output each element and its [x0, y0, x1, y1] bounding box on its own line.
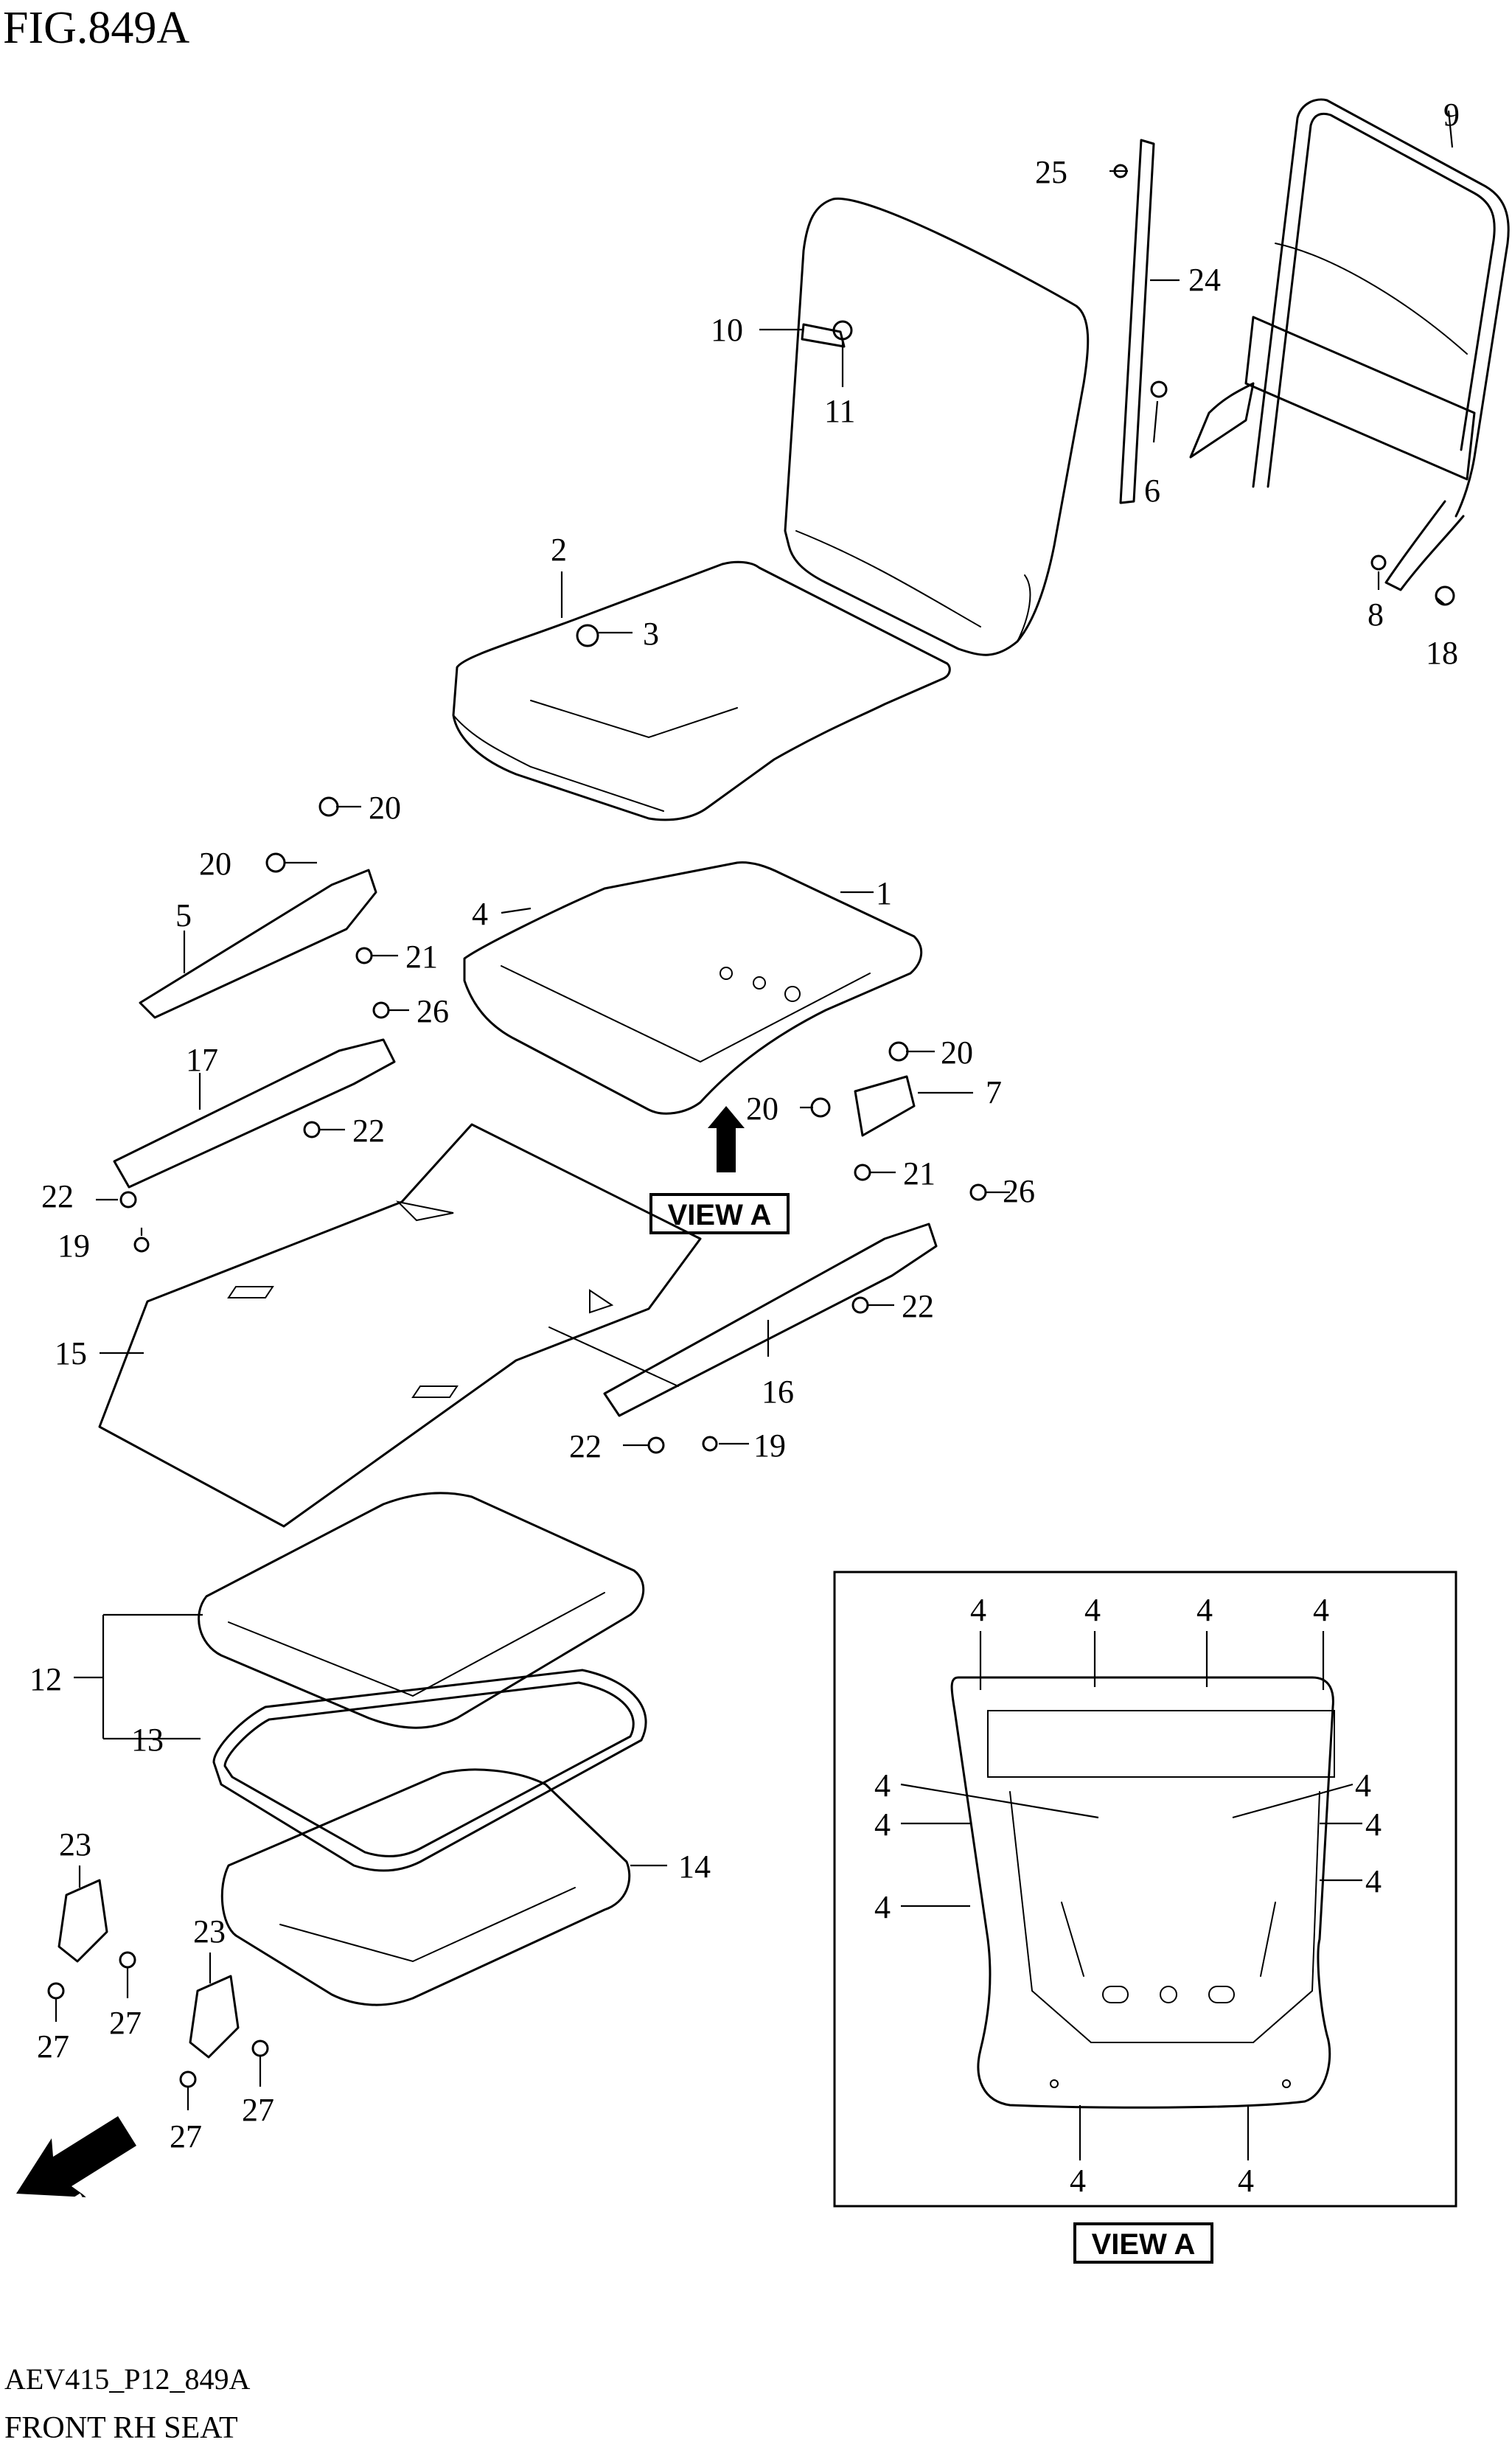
- nut-22-b: [119, 1191, 137, 1209]
- callout-22-c: 22: [902, 1288, 934, 1324]
- callout-25: 25: [1035, 154, 1067, 190]
- nut-20-a: [318, 796, 339, 817]
- bolt-26-b: [969, 1183, 987, 1201]
- callout-3: 3: [643, 616, 659, 652]
- callout-15: 15: [55, 1335, 87, 1371]
- footer-caption: FRONT RH SEAT: [4, 2411, 238, 2445]
- bolt-26-a: [372, 1001, 390, 1019]
- nut-20-d: [810, 1097, 831, 1118]
- leader-lines: [55, 110, 1454, 2110]
- callout-22-d: 22: [569, 1428, 602, 1464]
- inset-callout-4-left-1: 4: [874, 1767, 891, 1804]
- frame-13: [212, 1669, 647, 1872]
- callout-21-a: 21: [405, 939, 438, 975]
- seat-rail-right: [548, 1075, 938, 1417]
- callout-26-a: 26: [417, 993, 449, 1029]
- view-a-inset: 4 4 4 4 4 4 4 4 4 4 4 4: [833, 1571, 1457, 2208]
- callout-2: 2: [551, 532, 567, 568]
- view-a-label-inset: VIEW A: [1092, 2228, 1196, 2261]
- screw-27-a: [47, 1982, 65, 2000]
- callout-9: 9: [1443, 97, 1460, 133]
- clip-23-a: [58, 1879, 108, 1963]
- footer-code: AEV415_P12_849A: [4, 2362, 250, 2396]
- callout-20-b: 20: [199, 846, 231, 882]
- washer-8: [1370, 554, 1387, 571]
- callout-6: 6: [1144, 473, 1160, 509]
- inset-callout-4-top-2: 4: [1084, 1592, 1101, 1628]
- clip-23-b: [189, 1975, 240, 2059]
- strap-24: [1119, 139, 1155, 504]
- callout-1: 1: [876, 875, 892, 911]
- inset-frame: [833, 1571, 1457, 2208]
- callout-11: 11: [824, 393, 855, 429]
- callout-22-a: 22: [352, 1113, 385, 1149]
- inset-callout-4-right-3: 4: [1365, 1863, 1382, 1899]
- callout-18: 18: [1426, 635, 1458, 671]
- callout-23-a: 23: [59, 1826, 91, 1863]
- callout-26-b: 26: [1003, 1173, 1035, 1209]
- callout-7: 7: [986, 1074, 1002, 1110]
- callout-12: 12: [29, 1661, 62, 1697]
- callout-20-d: 20: [746, 1091, 778, 1127]
- callout-22-b: 22: [41, 1178, 74, 1214]
- seat-cushion: [452, 560, 951, 821]
- seat-frame-9: [1189, 98, 1510, 591]
- callout-4: 4: [472, 896, 488, 932]
- callout-19-a: 19: [58, 1228, 90, 1264]
- nut-18: [1435, 585, 1455, 606]
- inset-callout-4-bottom-2: 4: [1238, 2163, 1254, 2199]
- callouts: 1 2 3 4 5 6 7 8 9 10 11 12 13 14 15 16 1…: [29, 97, 1460, 2155]
- callout-27-c: 27: [170, 2118, 202, 2155]
- fwd-arrow: FWD: [16, 2116, 148, 2232]
- bolt-19-a: [133, 1237, 150, 1253]
- screw-27-b: [119, 1951, 136, 1969]
- view-a-label-main: VIEW A: [668, 1199, 772, 1231]
- nut-21-b: [854, 1164, 871, 1181]
- callout-14: 14: [678, 1849, 711, 1885]
- callout-23-b: 23: [193, 1913, 226, 1950]
- inset-callout-4-top-4: 4: [1313, 1592, 1329, 1628]
- nut-22-a: [303, 1121, 321, 1138]
- view-arrow: [708, 1106, 745, 1172]
- nut-22-d: [647, 1436, 665, 1454]
- figure-title: FIG.849A: [3, 3, 189, 53]
- callout-24: 24: [1188, 262, 1221, 298]
- callout-16: 16: [762, 1374, 794, 1410]
- nut-22-c: [851, 1296, 869, 1314]
- seat-cover-12: [198, 1492, 645, 1729]
- callout-27-d: 27: [242, 2092, 274, 2128]
- callout-27-a: 27: [37, 2028, 69, 2065]
- bolt-6: [1150, 380, 1168, 398]
- callout-21-b: 21: [903, 1155, 936, 1192]
- callout-10: 10: [711, 312, 743, 348]
- screw-27-d: [251, 2040, 269, 2057]
- screw-27-c: [179, 2070, 197, 2088]
- inset-callout-4-right-2: 4: [1365, 1807, 1382, 1843]
- callout-27-b: 27: [109, 2005, 142, 2041]
- inset-callout-4-top-3: 4: [1196, 1592, 1213, 1628]
- callout-5: 5: [175, 897, 192, 933]
- nut-20-c: [888, 1041, 909, 1062]
- bolt-19-b: [702, 1436, 718, 1452]
- callout-19-b: 19: [753, 1428, 786, 1464]
- inset-callout-4-left-3: 4: [874, 1889, 891, 1925]
- view-a-box-inset: [1073, 2222, 1213, 2264]
- inset-callout-4-left-2: 4: [874, 1807, 891, 1843]
- bottom-cover-14: [220, 1768, 631, 2006]
- inset-callout-4-bottom-1: 4: [1070, 2163, 1086, 2199]
- inset-callout-4-top-1: 4: [970, 1592, 986, 1628]
- callout-20-c: 20: [941, 1035, 973, 1071]
- floor-mat-15: [98, 1123, 702, 1528]
- inset-callout-4-right-1: 4: [1355, 1767, 1371, 1804]
- callout-8: 8: [1368, 597, 1384, 633]
- callout-13: 13: [131, 1722, 164, 1758]
- seat-base: [463, 861, 923, 1115]
- seat-rail-left: [113, 869, 396, 1189]
- nut-20-b: [265, 852, 286, 873]
- callout-17: 17: [186, 1042, 218, 1078]
- nut-21-a: [355, 947, 373, 964]
- callout-20-a: 20: [369, 790, 401, 826]
